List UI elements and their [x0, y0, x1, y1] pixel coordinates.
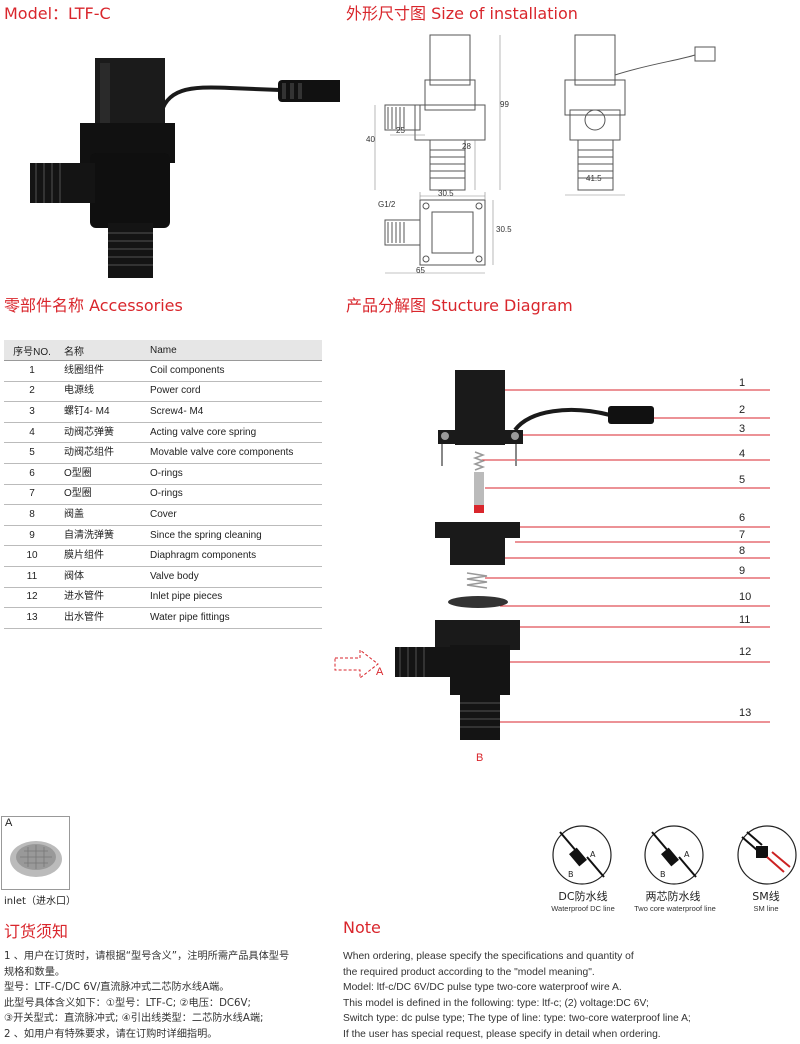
outlet-marker-b: B — [476, 752, 484, 764]
product-photo — [30, 58, 340, 278]
wire1-b-mark: B — [568, 870, 574, 879]
dim-g12: G1/2 — [378, 200, 396, 209]
wire1-a-mark: A — [590, 850, 596, 859]
part-number-2: 2 — [739, 404, 746, 416]
wire2-label: 两芯防水线 — [645, 890, 701, 903]
accessories-title: 零部件名称 Accessories — [4, 296, 183, 315]
part-number-8: 8 — [739, 545, 746, 557]
col-cn: 名称 — [60, 340, 146, 361]
dim-99: 99 — [500, 100, 509, 109]
wire1-sub: Waterproof DC line — [551, 904, 615, 913]
part-number-6: 6 — [739, 512, 746, 524]
part-number-4: 4 — [739, 448, 746, 460]
dim-25: 25 — [396, 126, 405, 135]
exploded-diagram — [334, 370, 770, 740]
part-number-9: 9 — [739, 565, 746, 577]
structure-title: 产品分解图 Stucture Diagram — [346, 296, 573, 315]
wire-types-icons — [552, 825, 797, 885]
model-title: Model：LTF-C — [4, 4, 111, 23]
dim-30-5-top: 30.5 — [438, 189, 454, 198]
part-number-7: 7 — [739, 529, 746, 541]
wire2-a-mark: A — [684, 850, 690, 859]
part-number-13: 13 — [739, 707, 752, 719]
col-no: 序号NO. — [4, 340, 60, 361]
order-cn-title: 订货须知 — [4, 922, 69, 941]
inlet-filter-box: A — [1, 816, 70, 890]
part-number-11: 11 — [739, 614, 751, 626]
wire3-label: SM线 — [752, 890, 780, 903]
dim-41-5: 41.5 — [586, 174, 602, 183]
part-number-10: 10 — [739, 591, 752, 603]
installation-title: 外形尺寸图 Size of installation — [346, 4, 578, 23]
col-en: Name — [146, 340, 322, 361]
installation-drawings — [374, 34, 716, 274]
wire2-b-mark: B — [660, 870, 666, 879]
dim-40: 40 — [366, 135, 375, 144]
dim-30-5-side: 30.5 — [496, 225, 512, 234]
inlet-marker-a: A — [376, 666, 384, 678]
order-cn-body: 1 、用户在订货时，请根据“型号含义”，注明所需产品具体型号 规格和数量。 型号… — [4, 951, 290, 1040]
part-number-12: 12 — [739, 646, 752, 658]
part-number-5: 5 — [739, 474, 746, 486]
inlet-caption: inlet（进水口） — [4, 896, 76, 907]
part-number-3: 3 — [739, 423, 746, 435]
dim-65: 65 — [416, 266, 425, 275]
wire1-label: DC防水线 — [558, 890, 608, 903]
dim-28: 28 — [462, 142, 471, 151]
wire2-sub: Two core waterproof line — [634, 904, 716, 913]
order-en-title: Note — [343, 918, 381, 937]
order-en-body: When ordering, please specify the specif… — [343, 951, 691, 1040]
wire3-sub: SM line — [753, 904, 779, 913]
part-number-1: 1 — [739, 377, 746, 389]
inlet-filter-label: A — [5, 817, 13, 829]
filter-icon — [10, 841, 62, 877]
